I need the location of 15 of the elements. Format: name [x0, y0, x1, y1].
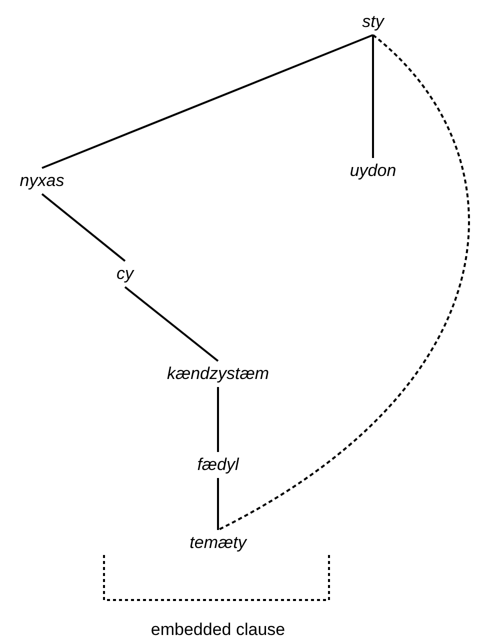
line: [217, 387, 219, 452]
line: [42, 34, 374, 169]
line: [217, 478, 219, 530]
tree-node-label: uydon: [348, 158, 398, 184]
tree-node-label: fædyl: [195, 452, 241, 478]
bracket-caption: embedded clause: [150, 620, 286, 640]
line: [124, 286, 219, 362]
tree-node-label: cy: [114, 261, 136, 287]
dashed-line: [218, 34, 470, 531]
tree-node-label: temæty: [188, 530, 248, 556]
tree-node-label: sty: [360, 9, 386, 35]
tree-node-label: kændzystæm: [164, 361, 272, 387]
tree-node-label: nyxas: [18, 168, 66, 194]
line: [41, 193, 126, 262]
line: [372, 35, 374, 158]
